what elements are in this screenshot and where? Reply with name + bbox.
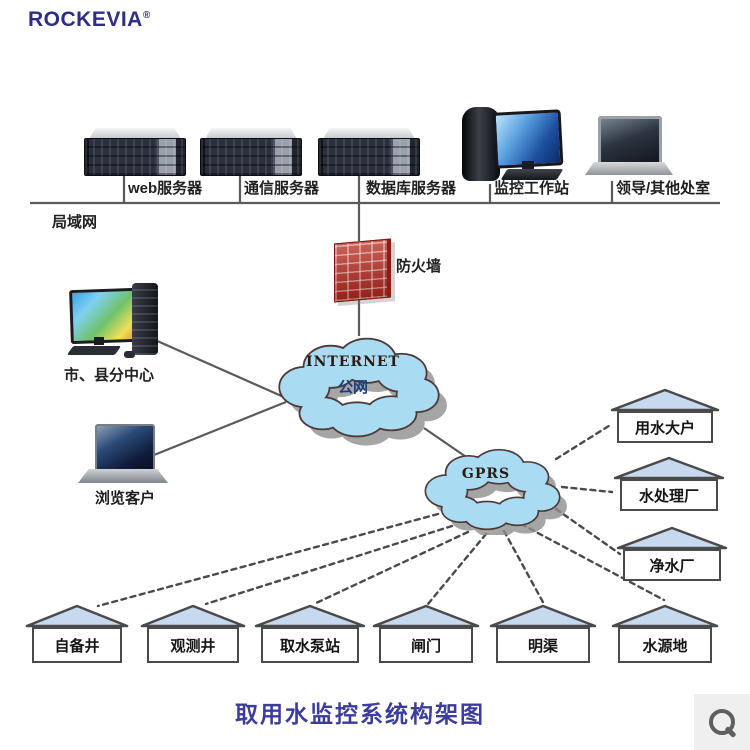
diagram-title: 取用水监控系统构架图 xyxy=(235,701,485,727)
server-top-face xyxy=(205,128,297,139)
comm-server-label: 通信服务器 xyxy=(244,180,320,197)
comm-server-icon xyxy=(200,128,302,176)
laptop-screen xyxy=(598,116,662,165)
laptop-screen xyxy=(95,424,155,474)
site-label: 水处理厂 xyxy=(638,487,699,505)
house-roof-icon xyxy=(254,604,366,628)
magnifier-icon xyxy=(709,709,735,735)
site-label: 观测井 xyxy=(170,637,216,655)
keyboard-icon xyxy=(66,346,122,355)
browser-laptop-icon xyxy=(78,424,170,488)
browser-label: 浏览客户 xyxy=(94,490,155,507)
web-server-label: web服务器 xyxy=(128,180,203,197)
server-front-face xyxy=(318,138,420,176)
monitor-icon xyxy=(492,109,564,169)
tower-icon xyxy=(132,283,158,355)
internet-cloud-line1: INTERNET xyxy=(306,354,400,370)
cloud-shape xyxy=(278,337,447,446)
mouse-icon xyxy=(124,351,135,358)
registered-mark: ® xyxy=(142,10,151,21)
server-front-face xyxy=(200,138,302,176)
monitor-stand xyxy=(94,337,104,345)
site-house-purification-plant: 净水厂 xyxy=(616,526,728,581)
site-label: 自备井 xyxy=(54,637,100,655)
house-roof-icon xyxy=(25,604,129,628)
zoom-button[interactable] xyxy=(694,694,750,750)
house-roof-icon xyxy=(489,604,597,628)
lan-label: 局域网 xyxy=(52,214,98,231)
monitor-stand xyxy=(522,161,534,169)
site-label: 明渠 xyxy=(527,637,558,655)
site-house-water-source: 水源地 xyxy=(611,604,719,663)
gprs-cloud-icon: GPRS xyxy=(416,438,568,535)
site-house-private-well: 自备井 xyxy=(25,604,129,663)
center-internet-line xyxy=(145,334,287,400)
site-house-large-water-user: 用水大户 xyxy=(610,388,720,443)
laptop-base xyxy=(78,469,168,483)
firewall-label: 防火墙 xyxy=(396,258,442,275)
browser-internet-line xyxy=(153,400,287,457)
server-top-face xyxy=(323,128,415,139)
site-house-open-channel: 明渠 xyxy=(489,604,597,663)
house-roof-icon xyxy=(616,526,728,550)
site-label: 净水厂 xyxy=(649,557,695,575)
house-roof-icon xyxy=(372,604,480,628)
site-house-observation-well: 观测井 xyxy=(140,604,246,663)
center-desktop-icon xyxy=(66,283,168,365)
magnifier-handle xyxy=(724,725,737,739)
site-label: 水源地 xyxy=(642,637,688,655)
gprs-cloud-label: GPRS xyxy=(461,466,511,482)
workstation-icon xyxy=(462,103,567,185)
site-house-water-treatment: 水处理厂 xyxy=(613,456,725,511)
workstation-label: 监控工作站 xyxy=(494,180,570,197)
brand-name: ROCKEVIA xyxy=(28,8,143,31)
server-front-face xyxy=(84,138,186,176)
office-label: 领导/其他处室 xyxy=(616,180,711,197)
server-top-face xyxy=(89,128,181,139)
internet-cloud-line2: 公网 xyxy=(337,379,368,396)
monitor-icon xyxy=(69,287,137,345)
internet-cloud-icon: INTERNET 公网 xyxy=(268,324,450,446)
firewall-icon xyxy=(334,238,391,303)
office-laptop-icon xyxy=(585,116,673,180)
laptop-base xyxy=(585,162,673,175)
cloud-shape xyxy=(424,448,567,535)
house-roof-icon xyxy=(610,388,720,412)
house-roof-icon xyxy=(611,604,719,628)
site-label: 闸门 xyxy=(410,637,441,655)
site-label: 用水大户 xyxy=(634,419,695,437)
database-server-icon xyxy=(318,128,420,176)
site-house-pumping-station: 取水泵站 xyxy=(254,604,366,663)
web-server-icon xyxy=(84,128,186,176)
center-label: 市、县分中心 xyxy=(63,367,154,384)
site-label: 取水泵站 xyxy=(279,637,340,655)
site-house-sluice-gate: 闸门 xyxy=(372,604,480,663)
house-roof-icon xyxy=(140,604,246,628)
house-roof-icon xyxy=(613,456,725,480)
database-server-label: 数据库服务器 xyxy=(366,180,457,197)
brand-logo: ROCKEVIA® xyxy=(28,8,151,32)
